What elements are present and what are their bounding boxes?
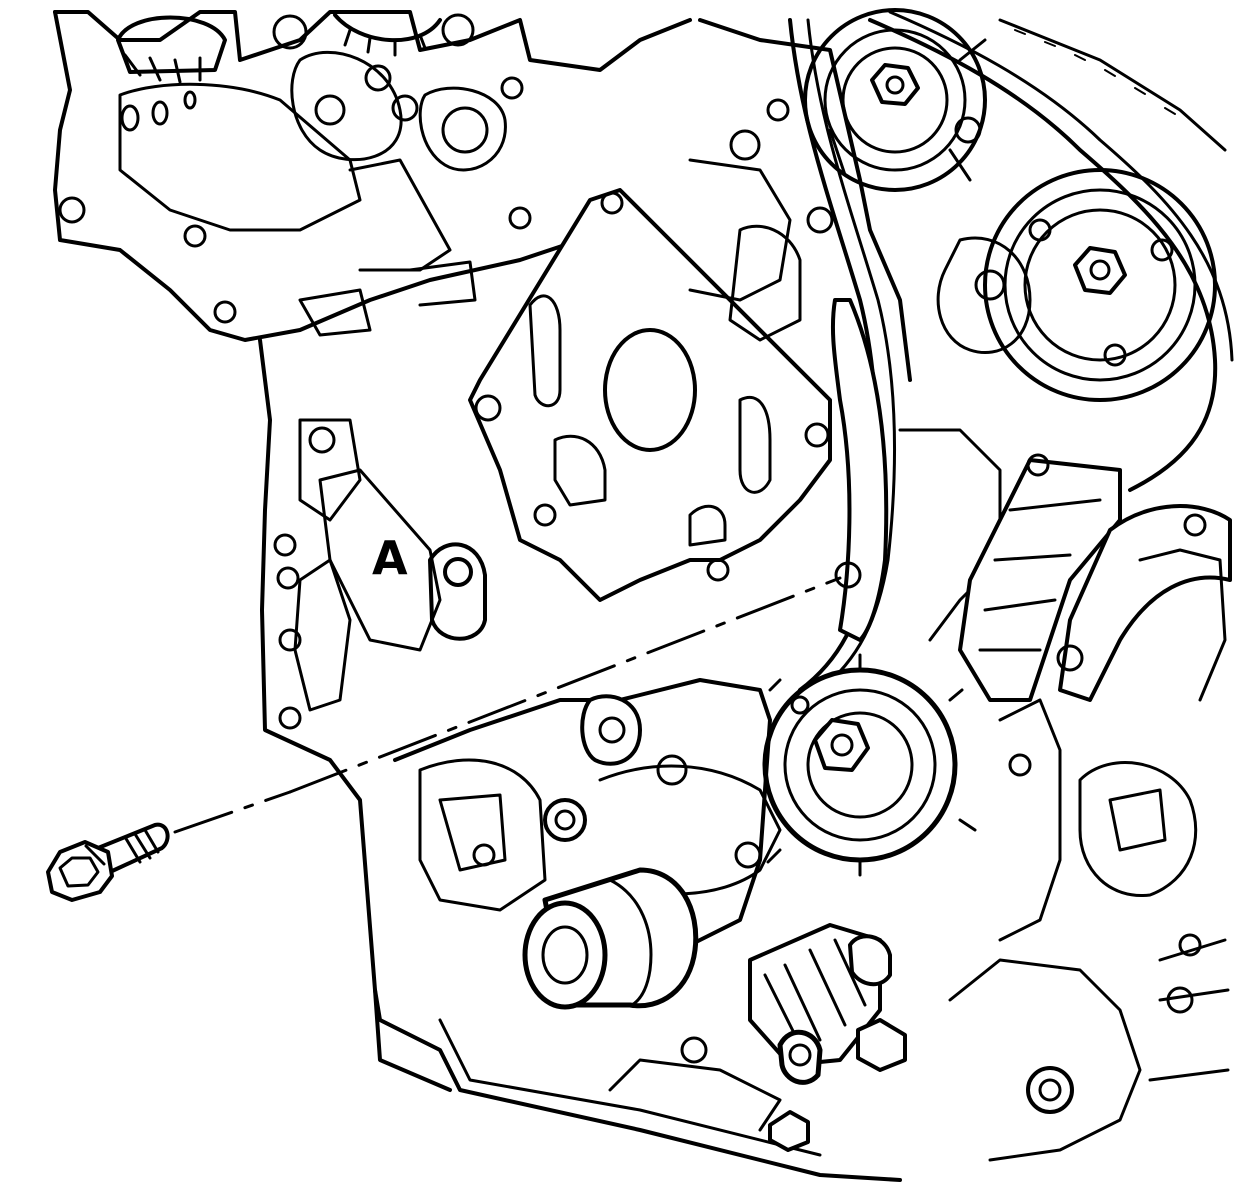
upper-left-cover [53, 10, 692, 342]
chain-guide-left [830, 298, 889, 642]
idler-pulley [543, 798, 587, 842]
right-cylinder-head [688, 18, 1032, 642]
bolt-boss-left [428, 542, 487, 641]
water-pump-housing [393, 678, 782, 952]
chain-tensioner-shoe [958, 453, 1122, 702]
right-block-details [998, 548, 1227, 1014]
cylindrical-shaft-boss [522, 867, 699, 1010]
crankshaft-sprocket [762, 653, 977, 877]
front-cover-plate [468, 188, 832, 602]
bolt-installation-axis [173, 561, 862, 834]
callout-a-group: A [371, 530, 409, 586]
camshaft-sprocket-right [983, 168, 1217, 402]
upper-gear-left [116, 15, 227, 84]
upper-gear-center [333, 13, 442, 57]
bolt [46, 822, 170, 902]
camshaft-sprocket-upper [803, 8, 987, 192]
callout-a-label: A [372, 531, 408, 585]
drive-gear [748, 923, 907, 1085]
oil-pan [373, 938, 1230, 1182]
left-block-face [258, 338, 452, 1092]
